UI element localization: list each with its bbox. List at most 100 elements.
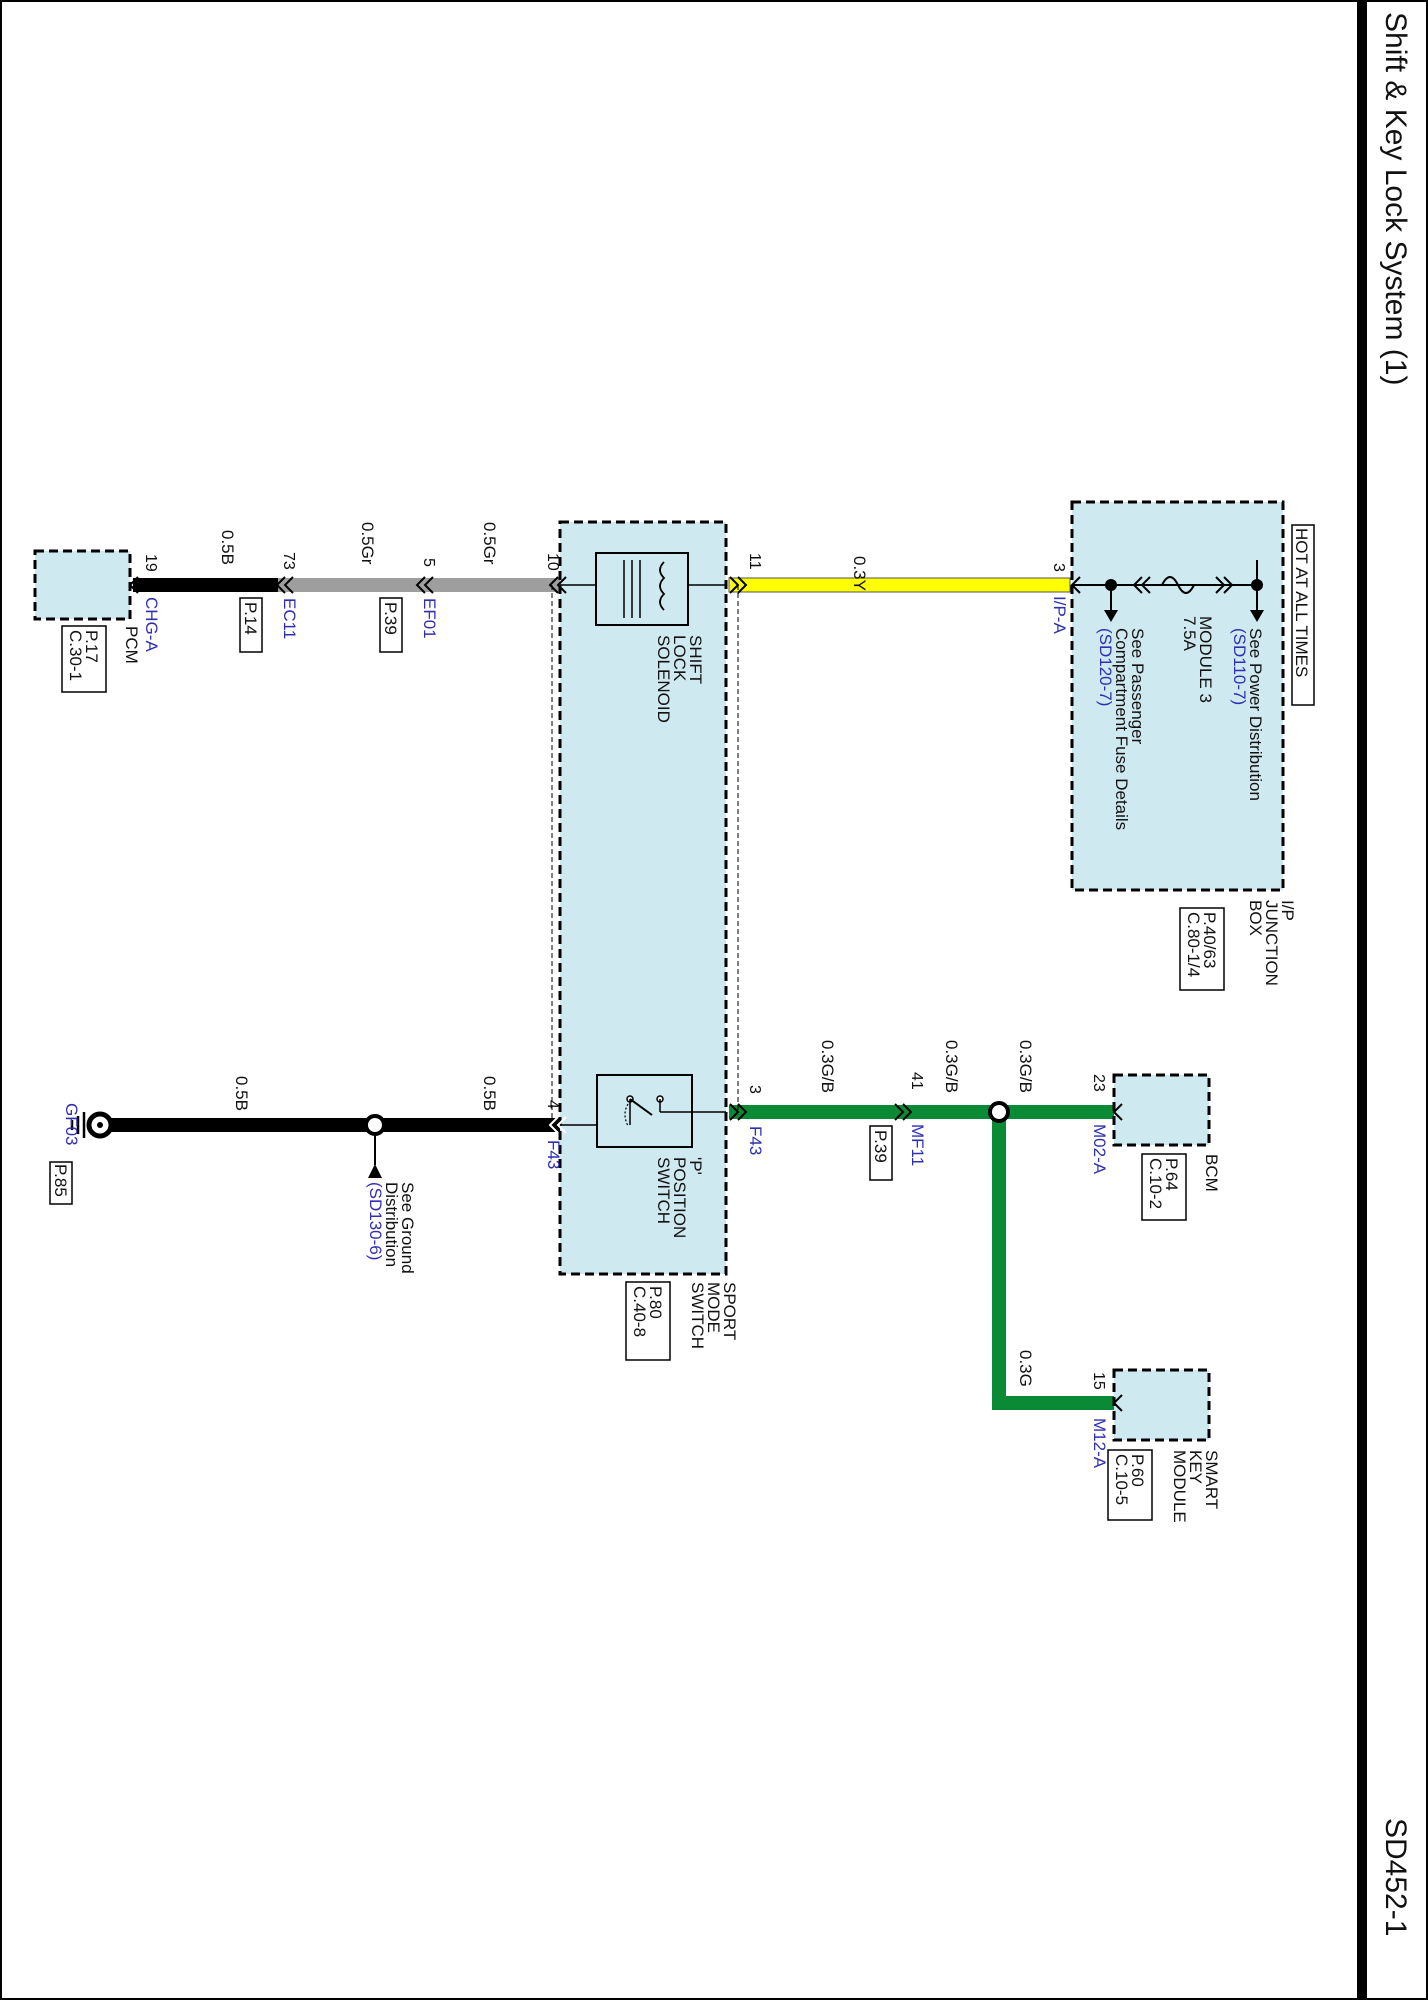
solenoid-label-3: SOLENOID	[654, 635, 673, 723]
ec11-ref-box	[239, 597, 263, 653]
ground-ref-box	[49, 1161, 73, 1205]
connector-pin11-icon	[729, 576, 748, 594]
connector-pin4-icon	[548, 1116, 567, 1134]
wire-black-pcm	[133, 578, 278, 592]
wire-green-smk-vertical	[992, 1112, 1006, 1410]
connector-ef01: EF01	[420, 598, 439, 639]
sport-mode-name-1: SPORT	[720, 1282, 739, 1340]
ip-junction-name-2: JUNCTION	[1262, 900, 1281, 986]
see-ground-ref: (SD130-6)	[366, 1182, 385, 1260]
pcm-ref-box	[61, 625, 107, 693]
wire-black-ground	[100, 1118, 560, 1132]
ground-name: GF03	[62, 1103, 81, 1146]
wire-label-gray-2: 0.5Gr	[480, 522, 499, 565]
pin-switch-4: 4	[544, 1100, 561, 1109]
bcm-ref-box	[1141, 1153, 1187, 1221]
p-position-switch	[596, 1074, 693, 1148]
pin-ef01: 5	[420, 558, 437, 567]
connector-ip-a: I/P-A	[1050, 596, 1069, 634]
pcm-module	[33, 549, 132, 621]
wire-label-black-gnd-1: 0.5B	[232, 1076, 251, 1111]
connector-ip-a-icon	[1070, 576, 1081, 594]
see-passenger-ref: (SD120-7)	[1096, 628, 1115, 706]
wire-label-green-1: 0.3G/B	[818, 1040, 837, 1093]
ip-junction-ref-1: P.40/63	[1200, 912, 1219, 968]
solenoid-coil-icon	[659, 561, 666, 611]
smart-key-name-1: SMART	[1202, 1450, 1221, 1509]
switch-label-3: SWITCH	[654, 1157, 673, 1224]
solenoid-label-2: LOCK	[670, 635, 689, 682]
shift-lock-solenoid	[595, 552, 689, 626]
switch-label-1: 'P'	[686, 1157, 705, 1175]
connector-ec11: EC11	[280, 598, 299, 639]
title-bar-divider	[1357, 1, 1367, 1999]
connector-ef01-icon	[415, 576, 434, 594]
sport-mode-name-2: MODE	[704, 1282, 723, 1333]
sport-mode-name-3: SWITCH	[688, 1282, 707, 1349]
ground-splice-node	[364, 1114, 386, 1136]
ef01-ref-box	[379, 597, 403, 653]
wire-label-gray-1: 0.5Gr	[358, 522, 377, 565]
pcm-name: PCM	[122, 626, 141, 664]
see-power-text: See Power Distribution	[1246, 628, 1265, 801]
see-passenger-text-1: See Passenger	[1128, 628, 1147, 745]
smart-key-module	[1112, 1368, 1211, 1442]
mf11-ref: P.39	[871, 1130, 890, 1163]
see-passenger-text-2: Compartment Fuse Details	[1112, 628, 1131, 830]
wire-green-1	[729, 1105, 899, 1119]
wire-green-smk	[992, 1396, 1114, 1410]
connector-f43-top: F43	[746, 1126, 765, 1155]
wire-label-green-smk: 0.3G	[1016, 1350, 1035, 1387]
ec11-ref: P.14	[241, 602, 260, 635]
page-code: SD452-1	[1379, 1818, 1412, 1936]
wire-label-black-pcm: 0.5B	[218, 530, 237, 565]
pcm-ref-1: P.17	[82, 630, 101, 663]
fuse-connector-icon	[1132, 576, 1151, 594]
ef01-ref: P.39	[381, 602, 400, 635]
ip-junction-name-1: I/P	[1278, 900, 1297, 921]
smart-key-ref-1: P.60	[1128, 1454, 1147, 1487]
see-ground-text-1: See Ground	[398, 1182, 417, 1274]
ip-junction-ref-2: C.80-1/4	[1184, 912, 1203, 977]
wire-label-black-gnd-2: 0.5B	[480, 1076, 499, 1111]
sport-mode-ref-box	[625, 1281, 671, 1361]
see-power-arrow	[1250, 610, 1264, 622]
connector-m12-a: M12-A	[1090, 1418, 1109, 1469]
wire-label-yellow: 0.3Y	[850, 556, 869, 591]
fuse-icon	[1161, 576, 1195, 594]
bcm-name: BCM	[1202, 1154, 1221, 1192]
bcm-ref-2: C.10-2	[1146, 1158, 1165, 1209]
power-label-box	[1291, 524, 1315, 706]
pin-smart-key: 15	[1090, 1372, 1107, 1390]
wire-gray-2	[418, 578, 560, 592]
connector-m02-a: M02-A	[1090, 1124, 1109, 1175]
pcm-ref-2: C.30-1	[66, 630, 85, 681]
diagram-title: Shift & Key Lock System (1)	[1379, 12, 1412, 385]
pin-pcm: 19	[142, 554, 159, 572]
fuse-name: MODULE 3	[1196, 616, 1215, 703]
bcm-ref-1: P.64	[1162, 1158, 1181, 1191]
connector-m12-a-icon	[1112, 1394, 1123, 1412]
connector-pin10-icon	[548, 576, 567, 594]
pin-ip-3: 3	[1050, 563, 1067, 572]
ip-junction-box	[1070, 500, 1285, 892]
sport-mode-switch	[558, 520, 728, 1276]
solenoid-label-1: SHIFT	[686, 635, 705, 684]
smart-key-name-3: MODULE	[1170, 1450, 1189, 1523]
connector-mf11: MF11	[908, 1124, 927, 1166]
smart-key-ref-box	[1107, 1449, 1153, 1521]
see-passenger-arrow	[1104, 610, 1118, 622]
mf11-ref-box	[869, 1125, 893, 1181]
ground-ref: P.85	[51, 1164, 70, 1197]
bcm-module	[1112, 1073, 1211, 1147]
connector-ec11-icon	[275, 576, 294, 594]
connector-mf11-icon	[894, 1103, 913, 1121]
switch-label-2: POSITION	[670, 1157, 689, 1238]
fuse-rating: 7.5A	[1180, 616, 1199, 652]
pin-solenoid-10: 10	[544, 553, 561, 571]
connector-chg-a-icon	[128, 576, 139, 594]
pin-switch-3: 3	[746, 1085, 763, 1094]
wire-label-green-2: 0.3G/B	[942, 1040, 961, 1093]
